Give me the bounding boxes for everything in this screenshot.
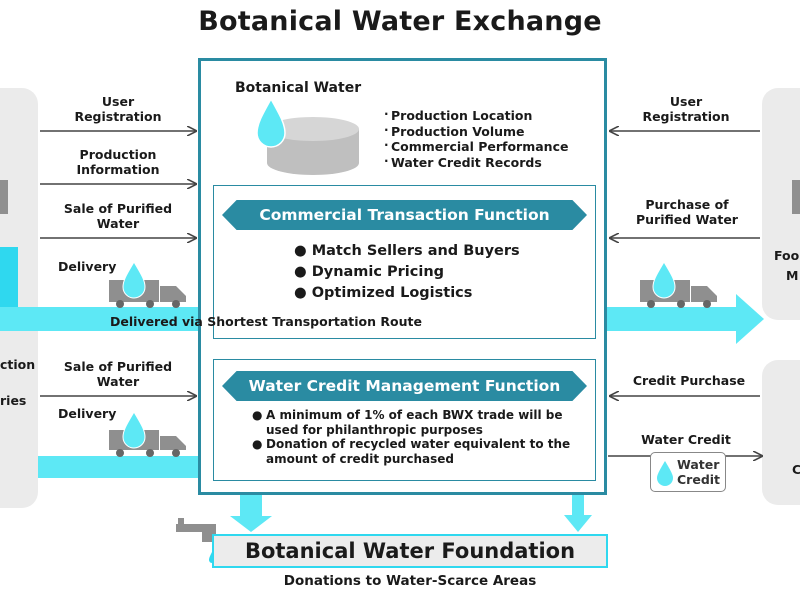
foundation-box: Botanical Water Foundation [212, 534, 608, 568]
shortest-route-label: Delivered via Shortest Transportation Ro… [110, 314, 422, 329]
bullet-icon: ● [252, 408, 263, 422]
label-right-user-registration: User Registration [642, 94, 730, 124]
record-production-location: Production Location [391, 108, 533, 123]
record-commercial-performance: Commercial Performance [391, 139, 569, 154]
water-credit-item: Donation of recycled water equivalent to… [266, 437, 571, 466]
water-credit-function-box: Water Credit Management Function ●A mini… [213, 359, 596, 481]
label-left-sale-2: Sale of Purified Water [63, 359, 173, 389]
commercial-item: Optimized Logistics [311, 285, 473, 301]
bullet-icon: ● [252, 437, 263, 451]
right-building-icon [792, 180, 800, 214]
label-right-purchase: Purchase of Purified Water [636, 197, 738, 227]
label-left-user-registration: User Registration [74, 94, 162, 124]
water-credit-badge: Water Credit [650, 452, 726, 492]
label-right-credit-purchase: Credit Purchase [632, 373, 746, 388]
commercial-function-list: ● Match Sellers and Buyers ● Dynamic Pri… [294, 241, 520, 304]
label-left-delivery-1: Delivery [58, 259, 117, 274]
record-production-volume: Production Volume [391, 123, 525, 139]
faucet-icon [176, 518, 216, 563]
exchange-hub: Botanical Water Production Location Prod… [198, 58, 607, 495]
right-panel-text-2: M [786, 268, 799, 283]
label-left-production-info: Production Information [76, 147, 160, 177]
bullet-icon: ● [294, 264, 312, 280]
record-bullets: ···· [384, 107, 389, 168]
page-title: Botanical Water Exchange [198, 6, 602, 37]
bullet-icon: ● [294, 243, 312, 259]
water-drop-icon-truck-3 [652, 261, 676, 299]
truck-icon-3 [640, 280, 717, 308]
water-credit-badge-text: Water Credit [677, 457, 721, 487]
bullet-icon: ● [294, 285, 312, 301]
left-panel-text-2: ries [0, 393, 27, 408]
right-panel-text-3: C [792, 462, 800, 477]
botanical-water-label: Botanical Water [235, 80, 362, 96]
truck-icon-1 [109, 280, 186, 308]
left-building-icon [0, 180, 8, 214]
commercial-item: Dynamic Pricing [311, 264, 445, 280]
label-left-delivery-2: Delivery [58, 406, 117, 421]
commercial-function-box: Commercial Transaction Function ● Match … [213, 185, 596, 339]
right-panel-bottom [762, 360, 800, 505]
water-drop-icon-truck-1 [122, 261, 146, 299]
donations-caption: Donations to Water-Scarce Areas [283, 573, 537, 589]
truck-icon-2 [109, 430, 186, 457]
botanical-water-tank-icon [256, 97, 359, 175]
commercial-item: Match Sellers and Buyers [311, 243, 520, 259]
water-drop-icon-truck-2 [122, 411, 146, 449]
botanical-water-records: Production Location Production Volume Co… [387, 108, 568, 170]
label-left-sale-1: Sale of Purified Water [63, 201, 173, 231]
label-right-water-credit: Water Credit [641, 432, 731, 447]
water-credit-item: A minimum of 1% of each BWX trade will b… [266, 408, 563, 437]
water-credit-function-list: ●A minimum of 1% of each BWX trade will … [252, 408, 572, 466]
record-water-credit-records: Water Credit Records [391, 154, 542, 170]
water-credit-function-title: Water Credit Management Function [222, 371, 587, 401]
right-panel-text-1: Foo [774, 248, 800, 263]
water-drop-icon-badge [657, 461, 673, 486]
left-panel-text-1: ction [0, 357, 36, 372]
commercial-function-title: Commercial Transaction Function [222, 200, 587, 230]
